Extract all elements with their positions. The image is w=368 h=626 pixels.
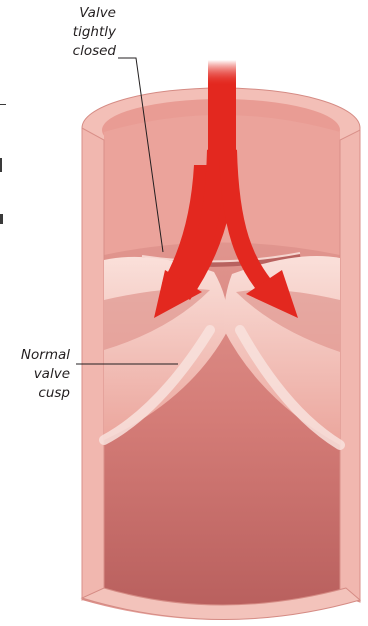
label-line: Normal: [6, 346, 70, 365]
cropped-edge-mark: [0, 104, 6, 105]
cropped-edge-mark: [0, 214, 3, 224]
vessel-wall-right: [340, 130, 360, 602]
label-line: Valve: [34, 4, 116, 23]
label-line: valve: [6, 365, 70, 384]
label-line: closed: [34, 42, 116, 61]
label-line: tightly: [34, 23, 116, 42]
cropped-edge-mark: [0, 158, 2, 172]
label-normal-valve-cusp: Normal valve cusp: [6, 346, 70, 403]
label-line: cusp: [6, 384, 70, 403]
arrow-trunk: [208, 60, 236, 160]
label-valve-tightly-closed: Valve tightly closed: [34, 4, 116, 61]
